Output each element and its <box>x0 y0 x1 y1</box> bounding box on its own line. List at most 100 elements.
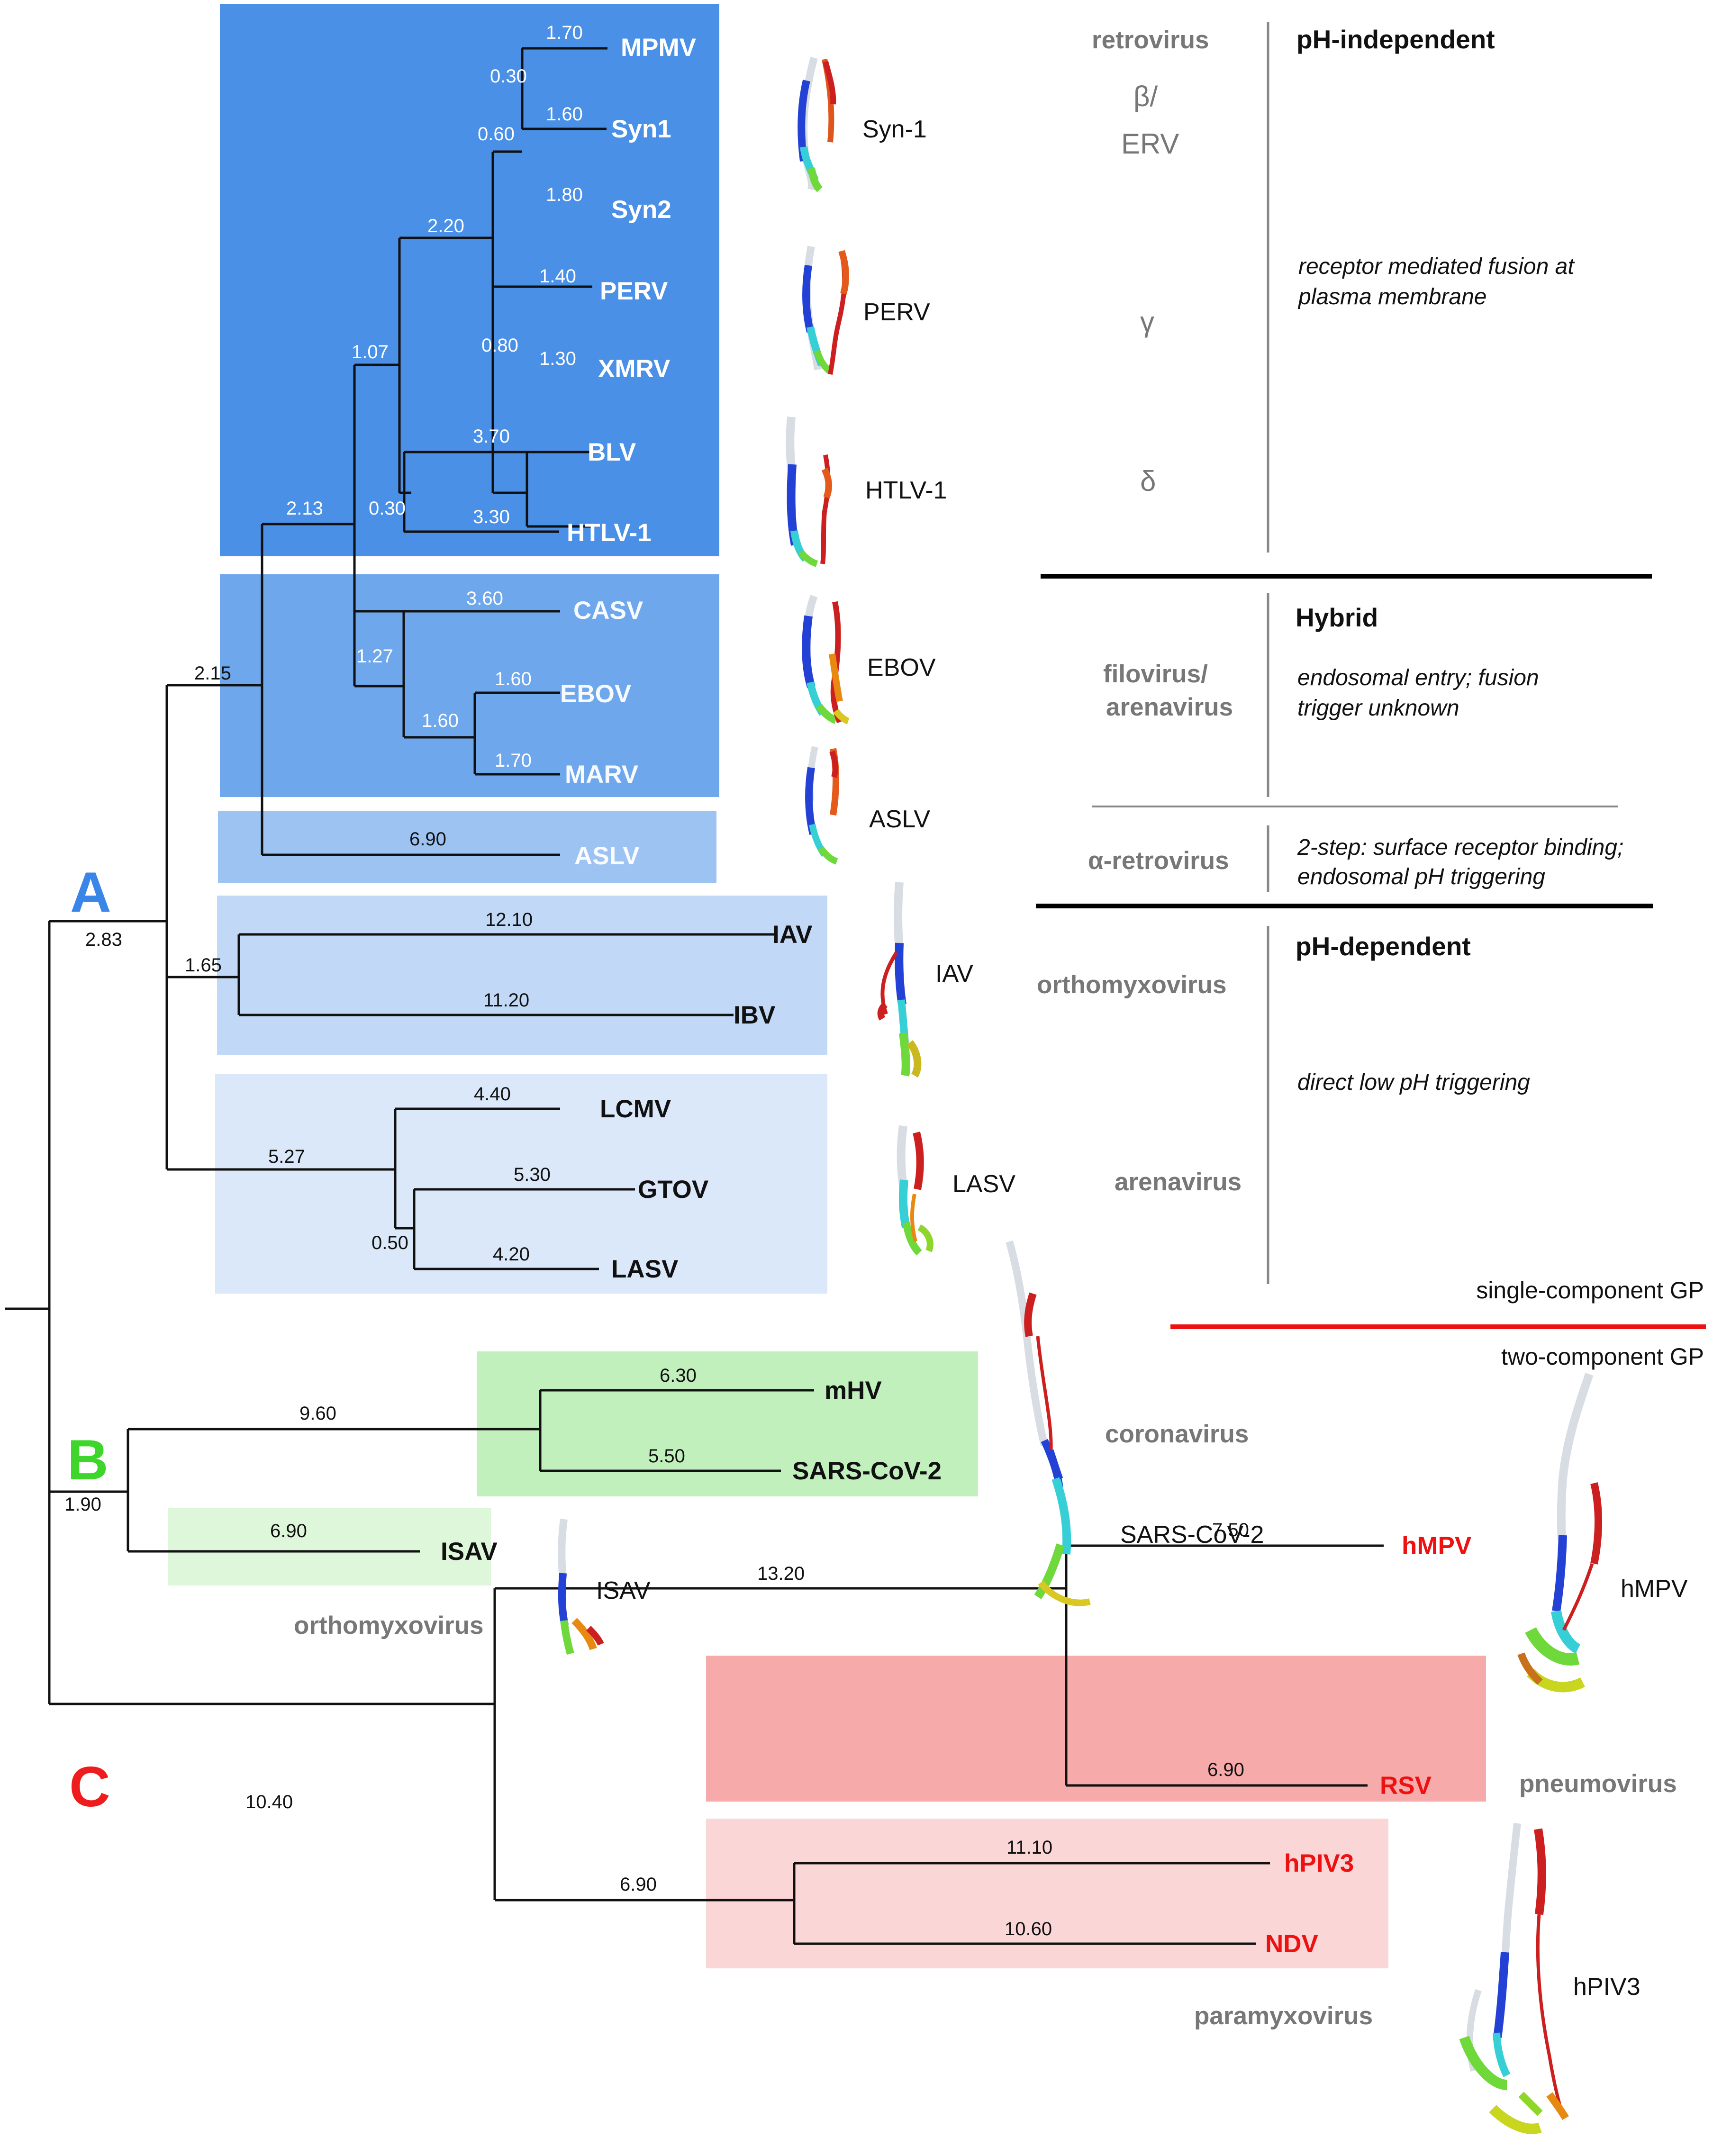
structure-label-aslv: ASLV <box>869 806 930 833</box>
family-label-orthomyxovirus: orthomyxovirus <box>1037 971 1227 999</box>
tip-label-aslv: ASLV <box>574 842 639 870</box>
family-label-filovirus: filovirus/ <box>1103 660 1208 688</box>
branch-label: 6.90 <box>409 829 446 850</box>
structure-sars-cov-2 <box>1006 1240 1091 1606</box>
tip-label-sars: SARS-CoV-2 <box>792 1457 942 1485</box>
family-label-delta: δ <box>1140 465 1156 497</box>
branch-label: 11.20 <box>483 990 529 1011</box>
branch-label: 1.30 <box>539 348 576 369</box>
family-label-alpha-retrovirus: α-retrovirus <box>1088 847 1229 875</box>
tip-label-blv: BLV <box>588 438 636 466</box>
branch-label: 0.50 <box>372 1232 408 1253</box>
branch-label: 2.15 <box>194 663 231 684</box>
structure-label-perv: PERV <box>863 299 930 326</box>
tip-label-casv: CASV <box>573 597 643 625</box>
mechanism-hybrid-desc-2: trigger unknown <box>1297 696 1459 721</box>
structure-label-sars-cov-2: SARS-CoV-2 <box>1120 1521 1264 1549</box>
tip-label-htlv1: HTLV-1 <box>567 519 652 547</box>
branch-label: 6.90 <box>270 1521 307 1541</box>
mechanism-ph-dependent-desc: direct low pH triggering <box>1297 1070 1530 1095</box>
tip-label-hpiv3: hPIV3 <box>1284 1849 1354 1877</box>
isav-clade-box <box>168 1508 491 1585</box>
structure-label-syn1: Syn-1 <box>862 116 927 143</box>
branch-label: 1.40 <box>539 266 576 287</box>
branch-label: 1.70 <box>495 750 532 771</box>
structure-label-hmpv: hMPV <box>1621 1575 1688 1603</box>
tip-label-lasv: LASV <box>611 1255 678 1283</box>
family-label-arenavirus-hybrid: arenavirus <box>1106 693 1233 721</box>
tip-label-rsv: RSV <box>1380 1772 1432 1800</box>
structure-label-iav: IAV <box>935 960 973 987</box>
structure-label-isav: ISAV <box>596 1577 651 1604</box>
tree-branches <box>5 47 1384 1945</box>
family-label-pneumovirus: pneumovirus <box>1519 1770 1677 1798</box>
branch-label: 1.80 <box>546 184 583 205</box>
branch-label: 2.20 <box>427 216 464 236</box>
orthomyxovirus-a-clade-box <box>217 896 827 1055</box>
structure-aslv <box>805 746 839 865</box>
branch-label: 10.60 <box>1005 1919 1052 1939</box>
branch-label: 6.90 <box>620 1874 657 1895</box>
mechanism-alpha-desc: 2-step: surface receptor binding; <box>1297 835 1623 860</box>
mechanism-dividers <box>1036 22 1706 1329</box>
mechanism-alpha-desc-2: endosomal pH triggering <box>1297 864 1545 889</box>
structure-lasv <box>897 1125 934 1256</box>
clade-b-label: B <box>67 1428 109 1492</box>
coronavirus-clade-box <box>477 1351 978 1496</box>
branch-label: 11.10 <box>1006 1837 1052 1858</box>
structure-syn1 <box>798 56 836 192</box>
branch-label: 0.30 <box>369 498 406 519</box>
family-label-paramyxovirus: paramyxovirus <box>1194 2002 1373 2030</box>
branch-label: 2.83 <box>85 929 122 950</box>
branch-label: 1.07 <box>352 342 389 362</box>
branch-label: 0.80 <box>481 335 518 356</box>
tip-label-marv: MARV <box>565 761 638 788</box>
structure-label-ebov: EBOV <box>867 654 936 681</box>
tip-label-isav: ISAV <box>441 1538 498 1566</box>
branch-label: 1.60 <box>495 669 532 689</box>
branch-label: 1.27 <box>356 646 393 667</box>
family-label-orthomyxovirus-b: orthomyxovirus <box>294 1612 484 1640</box>
structure-label-htlv1: HTLV-1 <box>865 477 947 504</box>
mechanism-ph-independent-desc: receptor mediated fusion at <box>1298 254 1575 279</box>
retrovirus-clade-box <box>220 4 719 556</box>
branch-label: 9.60 <box>299 1403 336 1424</box>
mechanism-ph-dependent: pH-dependent <box>1296 932 1471 961</box>
tip-label-syn1: Syn1 <box>611 115 671 143</box>
legend-single-component: single-component GP <box>1476 1277 1704 1304</box>
tip-label-ebov: EBOV <box>560 680 631 708</box>
structure-ebov <box>802 595 850 725</box>
tip-labels: MPMV Syn1 Syn2 PERV XMRV BLV HTLV-1 CASV… <box>441 34 1471 1958</box>
tip-label-ibv: IBV <box>734 1001 775 1029</box>
tip-label-perv: PERV <box>600 277 668 305</box>
tip-label-xmrv: XMRV <box>598 355 670 383</box>
branch-label: 10.40 <box>245 1792 293 1812</box>
tip-label-ndv: NDV <box>1265 1930 1318 1958</box>
branch-label: 1.65 <box>185 955 222 976</box>
mechanism-hybrid-desc: endosomal entry; fusion <box>1297 665 1539 690</box>
legend-two-component: two-component GP <box>1501 1343 1704 1370</box>
structure-hpiv3 <box>1459 1823 1569 2134</box>
structure-label-hpiv3: hPIV3 <box>1573 1973 1640 2001</box>
family-label-retrovirus: retrovirus <box>1092 26 1209 54</box>
branch-label: 13.20 <box>757 1563 805 1584</box>
branch-label: 5.50 <box>648 1446 685 1467</box>
branch-label: 12.10 <box>485 909 533 930</box>
branch-label: 4.40 <box>474 1084 511 1105</box>
branch-label: 5.27 <box>268 1146 305 1167</box>
branch-label: 4.20 <box>493 1244 530 1265</box>
branch-label: 6.90 <box>1207 1759 1244 1780</box>
structure-hmpv <box>1517 1373 1602 1693</box>
branch-label: 1.60 <box>422 710 459 731</box>
branch-label: 5.30 <box>514 1164 551 1185</box>
branch-label: 1.90 <box>64 1494 101 1515</box>
structure-isav <box>558 1518 604 1655</box>
tip-label-syn2: Syn2 <box>611 196 671 224</box>
family-label-gamma: γ <box>1140 306 1154 338</box>
tip-label-gtov: GTOV <box>638 1176 708 1204</box>
family-label-coronavirus: coronavirus <box>1105 1420 1249 1448</box>
tip-label-lcmv: LCMV <box>600 1095 671 1123</box>
family-label-beta-erv: β/ <box>1133 81 1158 112</box>
branch-label: 1.60 <box>546 104 583 125</box>
